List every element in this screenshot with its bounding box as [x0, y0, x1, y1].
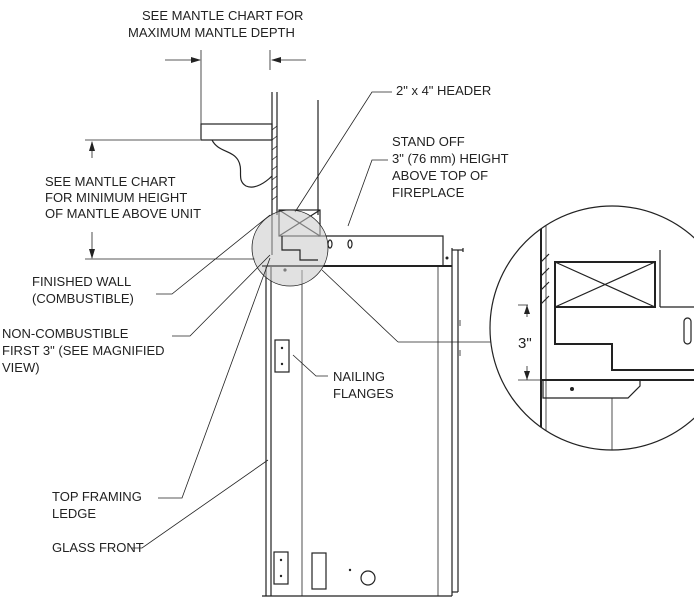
noncombustible-label-line2: FIRST 3" (SEE MAGNIFIED	[2, 343, 165, 358]
standoff-leader	[347, 159, 388, 227]
magnified-view: 3"	[489, 205, 694, 451]
standoff-label-line4: FIREPLACE	[392, 185, 465, 200]
noncombustible-label-line1: NON-COMBUSTIBLE	[2, 326, 129, 341]
fireplace-unit	[262, 235, 464, 597]
mantle-height-label-line1: SEE MANTLE CHART	[45, 174, 176, 189]
mantle-height-label-line2: FOR MINIMUM HEIGHT	[45, 190, 187, 205]
top-framing-ledge-label-line1: TOP FRAMING	[52, 489, 142, 504]
finished-wall-leader	[156, 214, 271, 295]
nailing-flanges-label-line2: FLANGES	[333, 386, 394, 401]
magnify-focus-circle	[251, 209, 329, 287]
header-label: 2" x 4" HEADER	[396, 83, 491, 98]
glass-front-leader	[132, 459, 269, 549]
mantle-depth-label-line2: MAXIMUM MANTLE DEPTH	[128, 25, 295, 40]
top-framing-ledge-leader	[158, 257, 271, 499]
dimension-arrow-icon	[191, 57, 201, 63]
finished-wall-label-line2: (COMBUSTIBLE)	[32, 291, 134, 306]
glass-front-label: GLASS FRONT	[52, 540, 144, 555]
nailing-flange-upper	[274, 339, 290, 373]
magnify-connector	[321, 269, 399, 343]
mantle-depth-dimension	[165, 50, 306, 125]
mantle-height-dimension	[85, 139, 255, 260]
mantle	[200, 123, 273, 188]
mantle-depth-label-line1: SEE MANTLE CHART FOR	[142, 8, 303, 23]
header-leader	[294, 91, 392, 213]
finished-wall-label-line1: FINISHED WALL	[32, 274, 131, 289]
nailing-flange-lower	[273, 551, 289, 585]
noncombustible-zone	[281, 236, 318, 261]
standoff-label-line3: ABOVE TOP OF	[392, 168, 488, 183]
nailing-flanges-label-line1: NAILING	[333, 369, 385, 384]
magnified-dimension-label: 3"	[518, 335, 532, 352]
noncombustible-leader	[172, 254, 271, 337]
standoff-label-line1: STAND OFF	[392, 134, 465, 149]
nailing-flanges-leader	[292, 354, 328, 377]
top-framing-ledge-label-line2: LEDGE	[52, 506, 96, 521]
mantle-height-label-line3: OF MANTLE ABOVE UNIT	[45, 206, 201, 221]
standoff-label-line2: 3" (76 mm) HEIGHT	[392, 151, 509, 166]
noncombustible-label-line3: VIEW)	[2, 360, 40, 375]
